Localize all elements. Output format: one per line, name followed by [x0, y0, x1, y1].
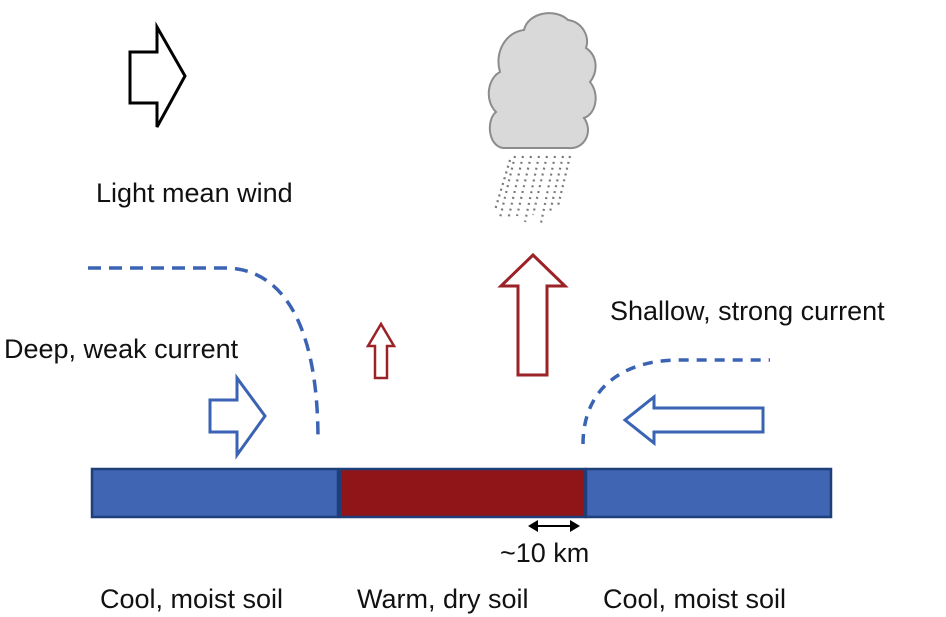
- weak-updraft-arrow-icon: [365, 321, 397, 380]
- mean-wind-arrow-icon: [128, 21, 187, 128]
- cloud-icon: [487, 12, 597, 150]
- soil-bar: [90, 467, 833, 519]
- strong-updraft-arrow-icon: [497, 252, 569, 377]
- rain-icon: [493, 155, 572, 224]
- deep-current-arrow-icon: [208, 373, 267, 460]
- mean-wind-label: Light mean wind: [96, 178, 293, 208]
- deep-current-label: Deep, weak current: [4, 334, 239, 364]
- soil-segment-cool-right: [584, 467, 833, 519]
- shallow-current-boundary-line: [581, 358, 770, 445]
- deep-current-boundary-line: [88, 266, 320, 441]
- soil-label-right: Cool, moist soil: [603, 584, 786, 614]
- shallow-current-arrow-icon: [622, 393, 765, 447]
- shallow-current-label: Shallow, strong current: [610, 296, 885, 326]
- scale-double-arrow-icon: [528, 520, 580, 532]
- soil-label-left: Cool, moist soil: [100, 584, 283, 614]
- soil-segment-cool-left: [90, 467, 340, 519]
- scale-label: ~10 km: [500, 538, 589, 568]
- soil-label-middle: Warm, dry soil: [357, 584, 529, 614]
- soil-segment-warm: [338, 467, 587, 519]
